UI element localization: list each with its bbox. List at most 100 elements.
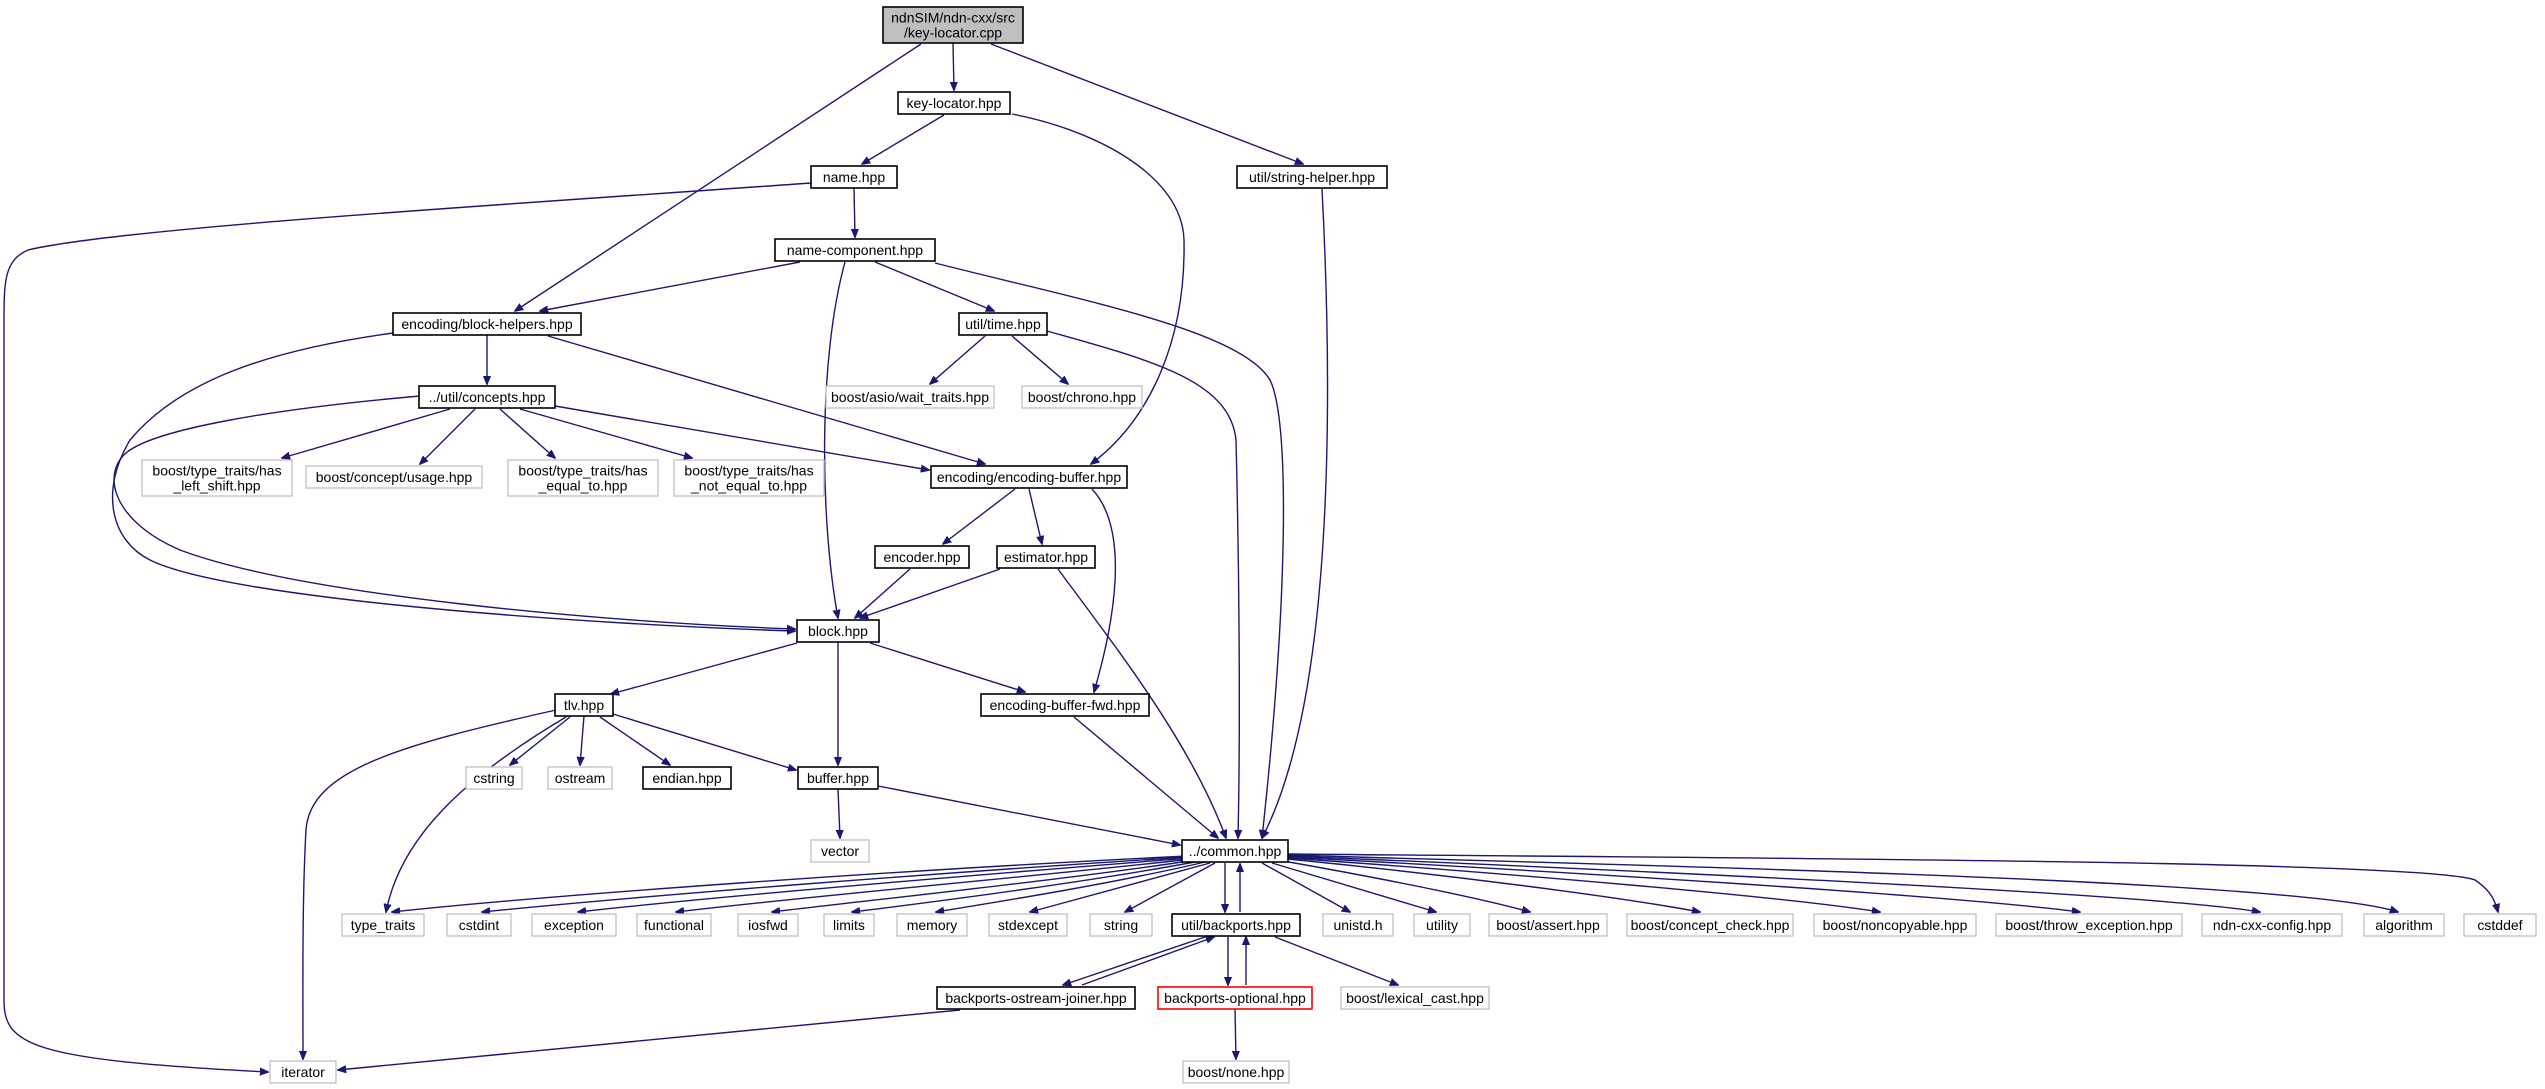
node-label: key-locator.hpp [907,95,1002,111]
node-encbuffer[interactable]: encoding/encoding-buffer.hpp [930,465,1128,489]
node-block[interactable]: block.hpp [796,619,880,643]
node-label: cstdint [459,917,500,933]
node-encoder[interactable]: encoder.hpp [874,545,970,569]
node-box [896,913,968,937]
node-namecomp[interactable]: name-component.hpp [774,238,936,262]
node-name[interactable]: name.hpp [810,165,898,189]
node-box [958,312,1048,336]
node-conceptusage[interactable]: boost/concept/usage.hpp [305,465,483,489]
node-box [874,545,970,569]
node-label: ostream [555,770,606,786]
node-box [1157,986,1313,1010]
node-label: endian.hpp [652,770,722,786]
node-hasnotequalto[interactable]: boost/type_traits/has_not_equal_to.hpp [673,459,825,497]
node-label: ndn-cxx-config.hpp [2213,917,2332,933]
node-label: encoding/block-helpers.hpp [401,316,572,332]
node-tlv[interactable]: tlv.hpp [554,693,614,717]
edge-common-to-cstddef [1287,853,2498,912]
edge-common-to-boostassert [1282,860,1530,912]
edge-concepts-to-hasleftshift [282,408,451,458]
node-cstddef[interactable]: cstddef [2463,913,2537,937]
node-label: util/string-helper.hpp [1249,169,1375,185]
node-functional[interactable]: functional [636,913,712,937]
edge-tlv-to-cstring [510,716,571,765]
node-iterator[interactable]: iterator [269,1060,337,1084]
node-box [2201,913,2343,937]
node-boostnone[interactable]: boost/none.hpp [1182,1060,1290,1084]
node-root[interactable]: ndnSIM/ndn-cxx/src/key-locator.cpp [882,6,1024,44]
node-iosfwd[interactable]: iosfwd [737,913,799,937]
edge-namecomp-to-blockhelpers [540,261,801,311]
node-label: limits [833,917,865,933]
node-keylocator[interactable]: key-locator.hpp [897,91,1011,115]
node-label: functional [644,917,704,933]
node-hasequalto[interactable]: boost/type_traits/has_equal_to.hpp [507,459,659,497]
node-utility[interactable]: utility [1413,913,1471,937]
node-label: memory [907,917,958,933]
edge-concepts-to-block [113,395,795,629]
node-optional[interactable]: backports-optional.hpp [1157,986,1313,1010]
node-unistd[interactable]: unistd.h [1322,913,1394,937]
edge-root-to-keylocator [953,42,954,90]
node-box [980,693,1150,717]
node-box [547,766,613,790]
edge-time-to-chrono [1011,335,1068,384]
node-vector[interactable]: vector [810,839,870,863]
edge-tlv-to-typetraits [386,716,567,912]
node-conceptcheck[interactable]: boost/concept_check.hpp [1626,913,1794,937]
node-memory[interactable]: memory [896,913,968,937]
node-backports[interactable]: util/backports.hpp [1171,913,1301,937]
edge-stringhelper-to-common [1262,188,1329,838]
node-string[interactable]: string [1089,913,1153,937]
node-waittraits[interactable]: boost/asio/wait_traits.hpp [825,385,995,409]
node-lexicalcast[interactable]: boost/lexical_cast.hpp [1340,986,1490,1010]
node-label: _equal_to.hpp [538,478,628,494]
node-common[interactable]: ../common.hpp [1181,839,1289,863]
node-box [930,465,1128,489]
node-label: /key-locator.cpp [904,25,1002,41]
node-boostassert[interactable]: boost/assert.hpp [1488,913,1608,937]
node-throwexc[interactable]: boost/throw_exception.hpp [1995,913,2183,937]
edge-buffer-to-common [877,785,1180,845]
node-endian[interactable]: endian.hpp [642,766,732,790]
node-buffer[interactable]: buffer.hpp [797,766,879,790]
node-concepts[interactable]: ../util/concepts.hpp [418,385,556,409]
node-box [823,913,875,937]
edge-optional-to-boostnone [1235,1008,1236,1059]
node-label: boost/concept_check.hpp [1631,917,1790,933]
node-encbufferfwd[interactable]: encoding-buffer-fwd.hpp [980,693,1150,717]
node-exception[interactable]: exception [531,913,617,937]
node-stdexcept[interactable]: stdexcept [988,913,1068,937]
node-box [305,465,483,489]
edge-common-to-string [1125,862,1216,912]
edge-time-to-waittraits [930,335,986,384]
node-label: iosfwd [748,917,788,933]
edge-namecomp-to-time [874,261,994,311]
node-typetraits[interactable]: type_traits [341,913,425,937]
node-estimator[interactable]: estimator.hpp [996,545,1096,569]
node-stringhelper[interactable]: util/string-helper.hpp [1236,165,1388,189]
node-ostream[interactable]: ostream [547,766,613,790]
node-label: backports-optional.hpp [1164,990,1306,1006]
node-time[interactable]: util/time.hpp [958,312,1048,336]
node-algorithm[interactable]: algorithm [2363,913,2445,937]
node-label: encoding-buffer-fwd.hpp [990,697,1141,713]
node-chrono[interactable]: boost/chrono.hpp [1021,385,1143,409]
node-limits[interactable]: limits [823,913,875,937]
node-cstdint[interactable]: cstdint [446,913,512,937]
node-label: vector [821,843,859,859]
node-hasleftshift[interactable]: boost/type_traits/has_left_shift.hpp [141,459,293,497]
node-label: ../common.hpp [1189,843,1282,859]
edge-common-to-memory [936,861,1206,912]
edge-tlv-to-ostream [580,715,584,765]
node-ndnconfig[interactable]: ndn-cxx-config.hpp [2201,913,2343,937]
node-ostreamjoiner[interactable]: backports-ostream-joiner.hpp [936,986,1136,1010]
node-cstring[interactable]: cstring [465,766,523,790]
node-box [825,385,995,409]
node-box [2463,913,2537,937]
node-label: boost/none.hpp [1188,1064,1285,1080]
node-blockhelpers[interactable]: encoding/block-helpers.hpp [392,312,582,336]
node-box [341,913,425,937]
node-noncopyable[interactable]: boost/noncopyable.hpp [1813,913,1977,937]
edge-backports-to-lexicalcast [1274,936,1398,985]
